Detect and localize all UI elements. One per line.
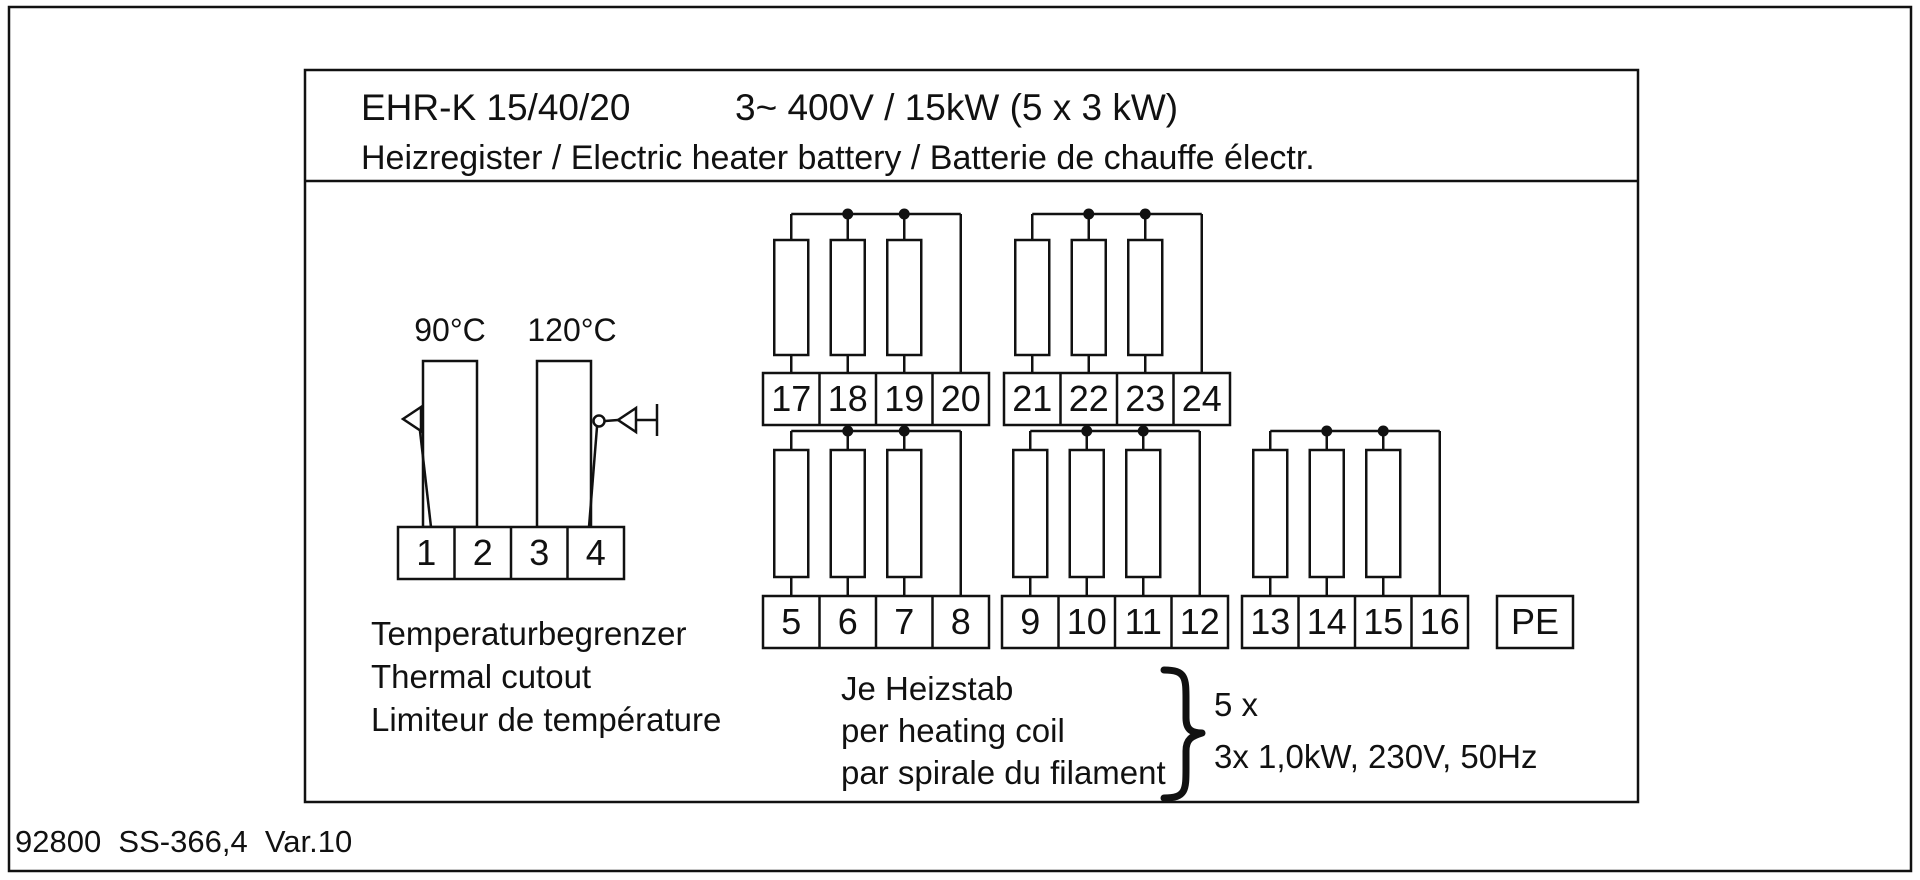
junction-dot	[842, 208, 854, 220]
terminal-label: 24	[1182, 378, 1222, 419]
junction-dot	[1139, 208, 1151, 220]
coil-note: Je Heizstab per heating coil par spirale…	[841, 666, 1537, 802]
junction-dot	[1083, 208, 1095, 220]
heating-element	[1012, 448, 1049, 579]
heating-element	[1068, 448, 1105, 579]
drawing-number: 92800 SS-366,4 Var.10	[15, 824, 352, 859]
coil-spec-rating: 3x 1,0kW, 230V, 50Hz	[1214, 738, 1537, 775]
temp-label-120: 120°C	[527, 312, 616, 348]
heating-element	[773, 238, 810, 357]
thermostat-body-right	[535, 359, 593, 529]
coil-note-fr: par spirale du filament	[841, 754, 1166, 791]
coil-spec-count: 5 x	[1214, 686, 1259, 723]
heating-element	[773, 448, 810, 579]
heating-element	[1252, 448, 1289, 579]
terminal-label: 7	[894, 601, 914, 642]
thermal-caption-de: Temperaturbegrenzer	[371, 615, 687, 652]
terminal-label: 13	[1250, 601, 1290, 642]
junction-dot	[1321, 425, 1333, 437]
junction-dot	[842, 425, 854, 437]
terminal-label: 6	[838, 601, 858, 642]
junction-dot	[898, 425, 910, 437]
terminal-label: 11	[1125, 601, 1162, 642]
subtitle: Heizregister / Electric heater battery /…	[361, 139, 1315, 177]
model-title: EHR-K 15/40/20	[361, 87, 630, 128]
terminal-label: 12	[1180, 601, 1220, 642]
heater-coil-group: 21 22 23 24	[1002, 208, 1232, 427]
spec-box-frame	[303, 68, 1640, 804]
terminal-label: 17	[771, 378, 811, 419]
switch-contact-right-icon	[587, 404, 659, 528]
junction-dot	[898, 208, 910, 220]
pe-terminal: PE	[1495, 594, 1575, 650]
terminal-label: 1	[416, 532, 436, 573]
terminal-label: 19	[884, 378, 924, 419]
terminal-label: 14	[1307, 601, 1347, 642]
coil-note-de: Je Heizstab	[841, 670, 1013, 707]
terminal-label: 21	[1012, 378, 1052, 419]
temp-label-90: 90°C	[414, 312, 486, 348]
terminal-label: 5	[781, 601, 801, 642]
coil-note-en: per heating coil	[841, 712, 1065, 749]
thermal-caption-en: Thermal cutout	[371, 658, 591, 695]
terminal-label: 4	[586, 532, 606, 573]
pe-terminal-label: PE	[1511, 601, 1559, 642]
terminal-label: 15	[1363, 601, 1403, 642]
terminal-label: 2	[473, 532, 493, 573]
heating-element	[886, 238, 923, 357]
thermal-caption-fr: Limiteur de température	[371, 701, 721, 738]
heating-element	[1014, 238, 1051, 357]
brace-icon	[1160, 666, 1206, 802]
terminal-label: 22	[1069, 378, 1109, 419]
thermostat-body-left	[421, 359, 479, 529]
heating-element	[886, 448, 923, 579]
junction-dot	[1081, 425, 1093, 437]
switch-contact-left-icon	[400, 404, 433, 528]
terminal-label: 18	[828, 378, 868, 419]
terminal-label: 3	[529, 532, 549, 573]
terminal-label: 16	[1420, 601, 1460, 642]
terminal-label: 9	[1020, 601, 1040, 642]
outer-border	[7, 5, 1913, 873]
terminal-label: 23	[1125, 378, 1165, 419]
heating-element	[1070, 238, 1107, 357]
junction-dot	[1377, 425, 1389, 437]
junction-dot	[1137, 425, 1149, 437]
heating-element	[1365, 448, 1402, 579]
heater-coil-group: 9 10 11 12	[1000, 425, 1230, 650]
heating-element	[829, 448, 866, 579]
heating-element	[1125, 448, 1162, 579]
heater-coil-group: 13 14 15 16	[1240, 425, 1470, 650]
power-rating: 3~ 400V / 15kW (5 x 3 kW)	[735, 87, 1178, 128]
terminal-label: 8	[951, 601, 971, 642]
heating-element	[829, 238, 866, 357]
terminal-label: 10	[1067, 601, 1107, 642]
terminal-label: 20	[941, 378, 981, 419]
heater-coil-group: 17 18 19 20	[761, 208, 991, 427]
heating-element	[1127, 238, 1164, 357]
heating-element	[1308, 448, 1345, 579]
